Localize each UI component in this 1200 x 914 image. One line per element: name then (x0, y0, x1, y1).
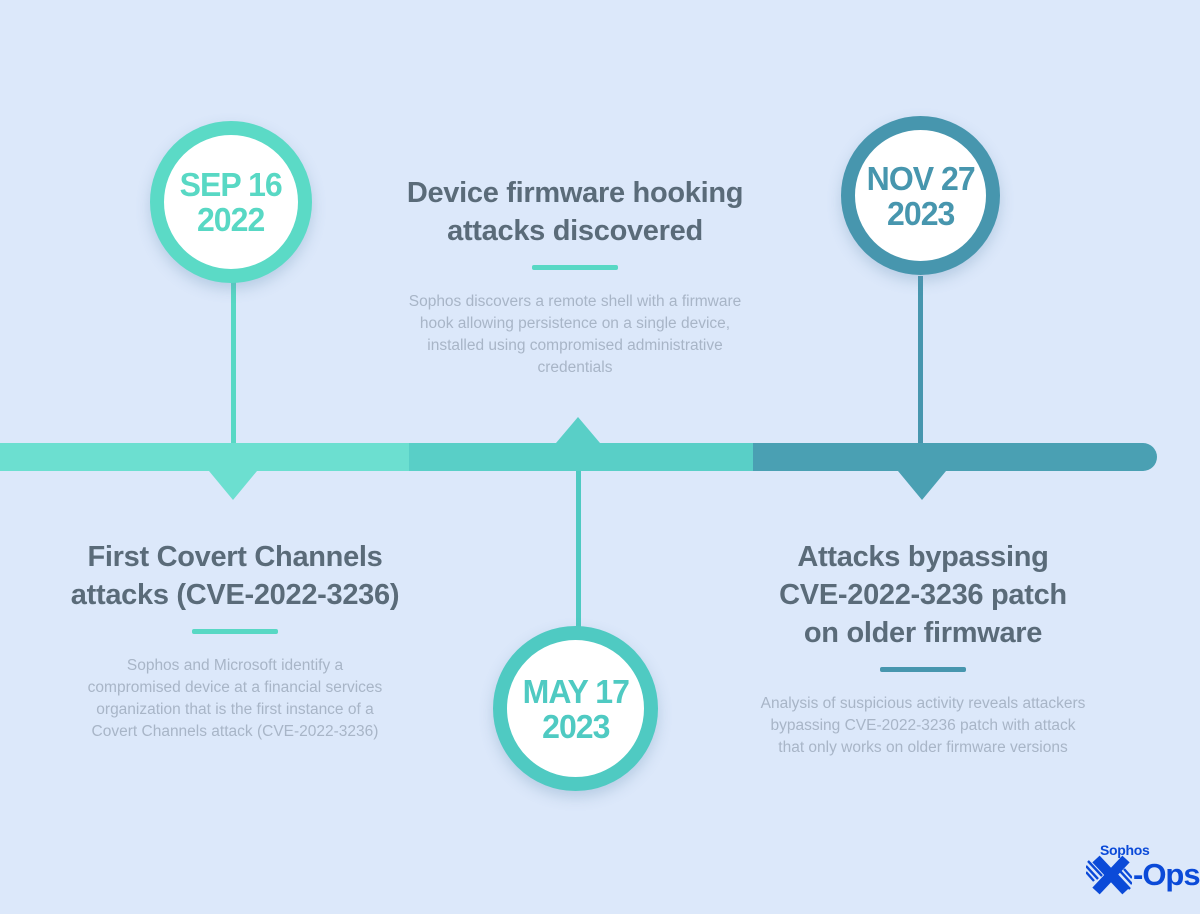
date-line-year: 2023 (541, 707, 610, 745)
event-title: Attacks bypassing CVE-2022-3236 patch on… (723, 538, 1123, 652)
timeline-node-sep-2022: SEP 16 2022 (150, 121, 312, 283)
date-line-year: 2022 (197, 201, 265, 238)
timeline-node-nov-2023: NOV 27 2023 (841, 116, 1000, 275)
event-block-sep-2022: First Covert Channels attacks (CVE-2022-… (35, 538, 435, 743)
date-line-month: SEP 16 (179, 166, 283, 203)
event-title-line: attacks (CVE-2022-3236) (70, 579, 400, 611)
date-line-month: NOV 27 (866, 159, 975, 197)
event-title-line: First Covert Channels (87, 541, 383, 573)
timeline-node-may-2023: MAY 17 2023 (493, 626, 658, 791)
event-divider (192, 629, 278, 634)
timeline-bar-segment-3 (753, 443, 1157, 471)
date-line-year: 2023 (886, 194, 955, 232)
xops-x-icon (1086, 855, 1132, 895)
xops-text: -Ops (1133, 857, 1200, 892)
event-description: Sophos discovers a remote shell with a f… (408, 293, 742, 376)
arrow-up-may-icon (556, 417, 600, 443)
arrow-down-nov-icon (898, 471, 946, 500)
event-title-line: Device firmware hooking (406, 177, 744, 209)
event-divider (880, 667, 966, 672)
arrow-down-sep-icon (209, 471, 257, 500)
event-block-nov-2023: Attacks bypassing CVE-2022-3236 patch on… (723, 538, 1123, 759)
event-title-line: Attacks bypassing (797, 541, 1049, 573)
timeline-bar-segment-1 (0, 443, 409, 471)
sophos-xops-logo: Sophos -Ops (1086, 842, 1200, 895)
event-title: First Covert Channels attacks (CVE-2022-… (35, 538, 435, 614)
connector-line-nov (918, 276, 923, 444)
event-description: Analysis of suspicious activity reveals … (760, 695, 1086, 756)
event-block-may-2023: Device firmware hooking attacks discover… (375, 174, 775, 379)
date-line-month: MAY 17 (522, 672, 629, 710)
date-label-may-2023: MAY 17 2023 (522, 672, 629, 745)
event-title-line: CVE-2022-3236 patch (779, 579, 1067, 611)
event-title: Device firmware hooking attacks discover… (375, 174, 775, 250)
event-divider (532, 265, 618, 270)
event-description: Sophos and Microsoft identify a compromi… (87, 657, 383, 740)
event-title-line: on older firmware (803, 617, 1043, 649)
date-label-sep-2022: SEP 16 2022 (179, 166, 283, 238)
connector-line-sep (231, 282, 236, 444)
date-label-nov-2023: NOV 27 2023 (866, 159, 975, 232)
event-title-line: attacks discovered (447, 215, 703, 247)
sophos-wordmark: Sophos (1100, 842, 1150, 858)
timeline-bar-segment-2 (409, 443, 753, 471)
connector-line-may (576, 470, 581, 628)
